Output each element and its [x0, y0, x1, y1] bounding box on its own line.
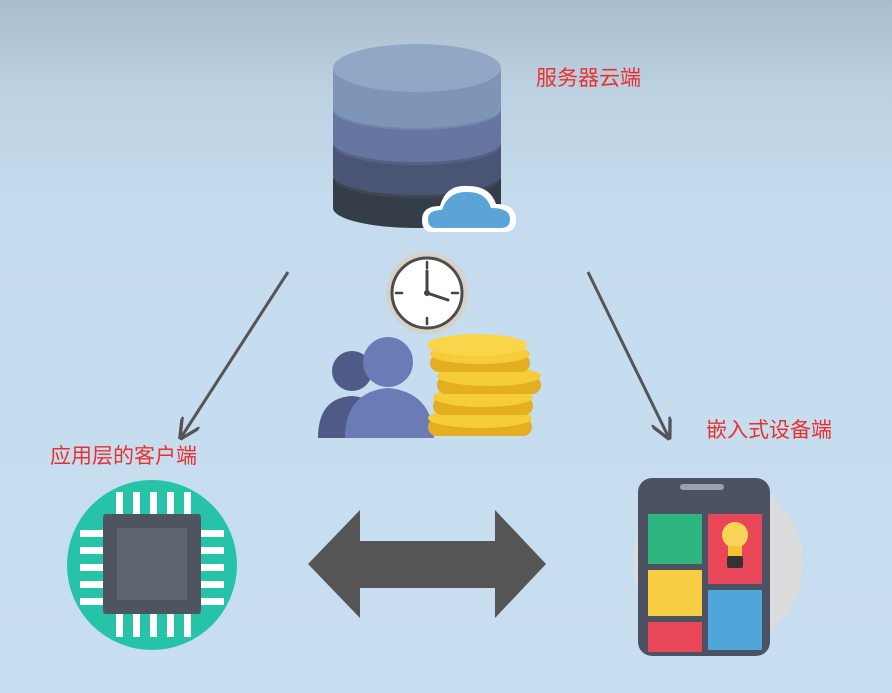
label-embedded-device: 嵌入式设备端 — [706, 418, 832, 442]
lightbulb-icon — [722, 522, 748, 568]
clock-icon — [386, 252, 468, 334]
people-icon — [318, 337, 434, 438]
label-server-cloud: 服务器云端 — [536, 66, 641, 90]
cloud-icon — [422, 185, 516, 232]
chip-icon — [67, 480, 237, 650]
arrow-server-to-device — [586, 271, 668, 436]
database-icon — [333, 44, 501, 228]
label-app-client: 应用层的客户端 — [50, 444, 197, 468]
double-arrow-client-device — [308, 510, 546, 618]
tablet-icon — [633, 478, 803, 656]
arrow-server-to-client — [182, 271, 290, 436]
coins-icon — [427, 334, 541, 436]
